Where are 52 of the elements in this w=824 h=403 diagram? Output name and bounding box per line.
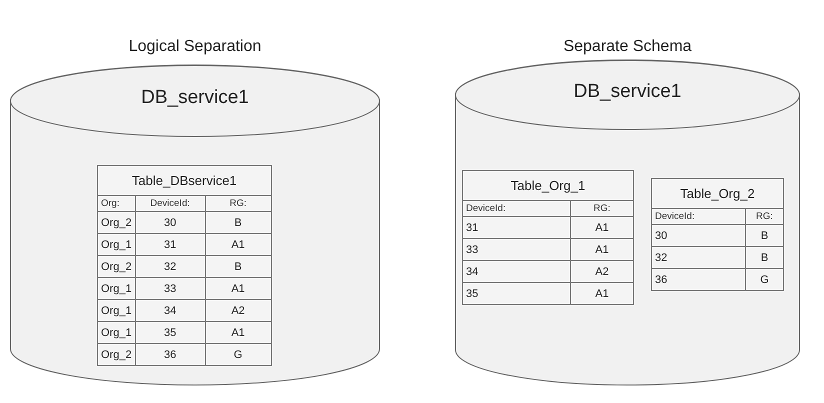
table-value: A1 [205,278,272,300]
table-value: 34 [462,260,570,282]
table-value: A2 [570,260,634,282]
table-value: 30 [135,212,206,234]
table-value: Org_2 [98,212,136,234]
data-table [651,178,784,291]
data-table [97,165,272,366]
table-value: 35 [462,282,570,304]
table-value: 33 [135,278,206,300]
table-title: Table_DBservice1 [98,166,272,196]
database-name: DB_service1 [141,87,249,109]
table-value: 32 [652,246,746,268]
table-value: 31 [135,234,206,256]
column-header: Org: [98,196,136,212]
column-heading: Separate Schema [563,38,692,56]
table-value: G [205,344,272,366]
table-value: Org_2 [98,256,136,278]
table-value: Org_1 [98,278,136,300]
table-value: A1 [205,234,272,256]
column-header: RG: [570,200,634,216]
table-value: A1 [205,322,272,344]
column-header: RG: [205,196,272,212]
table-value: 31 [462,216,570,238]
table-title: Table_Org_1 [462,170,634,200]
table-value: G [746,268,784,290]
table-value: 32 [135,256,206,278]
table-value: Org_1 [98,322,136,344]
table-value: 36 [652,268,746,290]
column-header: DeviceId: [135,196,206,212]
column-heading: Logical Separation [128,38,262,56]
table-value: A1 [570,282,634,304]
table-value: Org_1 [98,234,136,256]
table-value: 36 [135,344,206,366]
column-header: DeviceId: [462,200,570,216]
table-value: 33 [462,238,570,260]
table-value: B [746,224,784,246]
table-value: Org_1 [98,300,136,322]
table-value: B [205,212,272,234]
database-name: DB_service1 [574,81,682,103]
table-title: Table_Org_2 [652,178,784,208]
table-value: A1 [570,238,634,260]
table-value: A2 [205,300,272,322]
data-table [462,170,634,305]
column-header: RG: [746,208,784,224]
table-value: Org_2 [98,344,136,366]
column-header: DeviceId: [652,208,746,224]
table-value: 35 [135,322,206,344]
table-value: B [205,256,272,278]
table-value: 34 [135,300,206,322]
table-value: A1 [570,216,634,238]
table-value: 30 [652,224,746,246]
table-value: B [746,246,784,268]
